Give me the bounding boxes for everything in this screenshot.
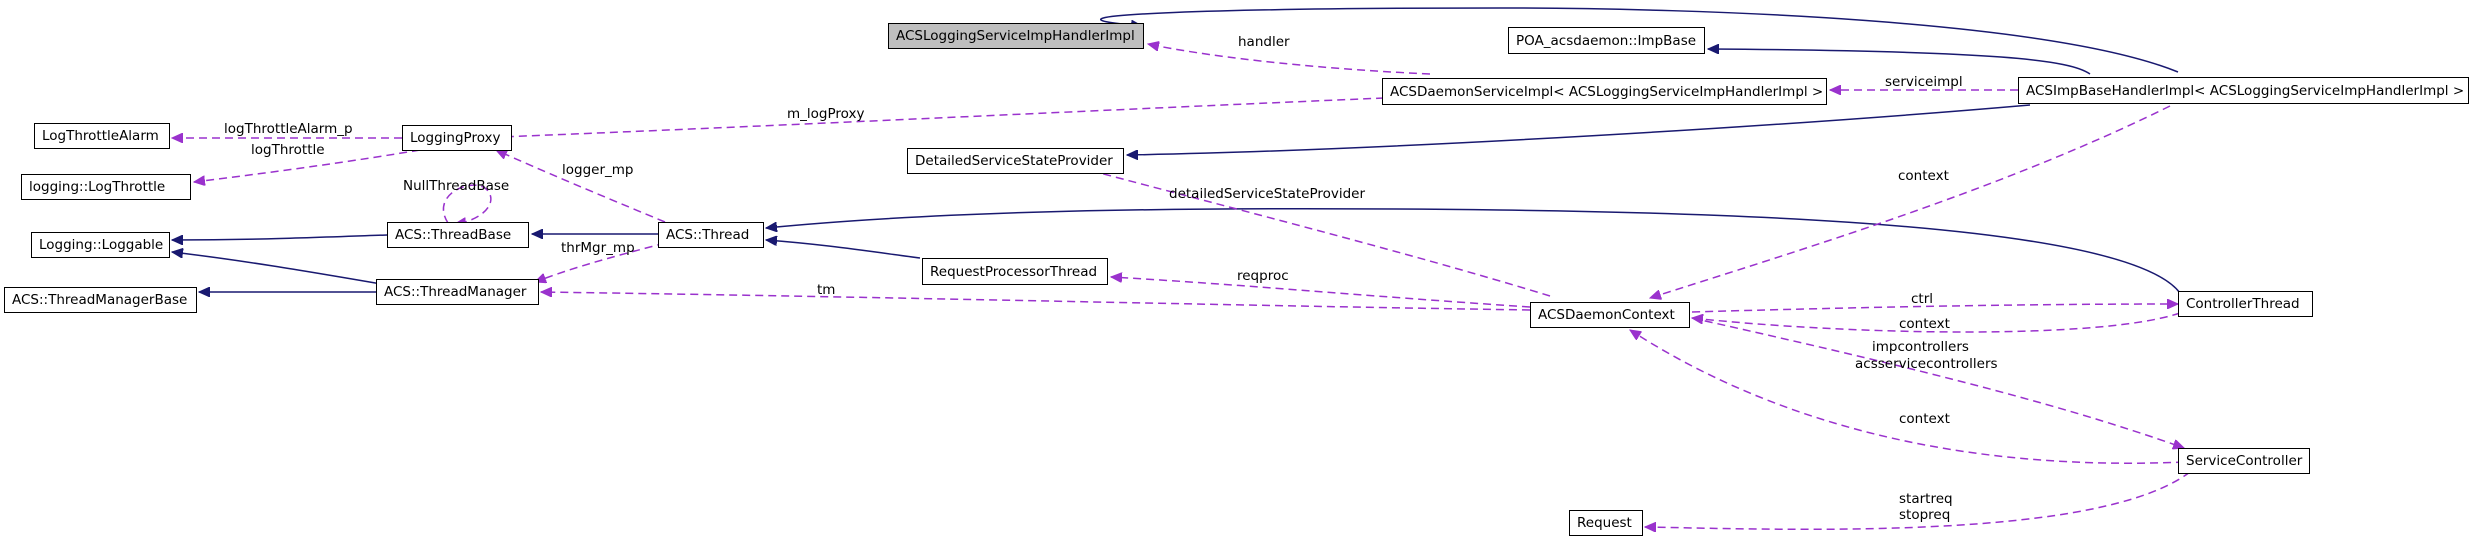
label-tm: tm (817, 282, 836, 298)
edge-requestprocessor-to-thread (766, 240, 921, 259)
edge-impbasehandler-to-poa-impbase (1708, 49, 2091, 75)
node-acs-daemon-context[interactable]: ACSDaemonContext (1530, 302, 1690, 328)
edge-threadbase-to-loggable (172, 234, 388, 240)
edge-context-service (1630, 330, 2185, 464)
node-logging-proxy[interactable]: LoggingProxy (402, 125, 512, 151)
edge-detailed-provider (1070, 165, 1551, 297)
edge-logthrottle (194, 149, 421, 182)
edge-start-stop-req (1645, 471, 2191, 529)
label-startreq: startreq (1899, 491, 1953, 507)
edge-impbasehandler-to-detailed-provider (1127, 104, 2031, 155)
edge-controllers (1691, 317, 2184, 448)
label-m-logproxy: m_logProxy (787, 106, 865, 122)
node-service-controller[interactable]: ServiceController (2178, 448, 2310, 474)
label-context-controller: context (1899, 316, 1950, 332)
node-controller-thread[interactable]: ControllerThread (2178, 291, 2313, 317)
node-request-processor-thread[interactable]: RequestProcessorThread (922, 258, 1108, 285)
edge-impbasehandler-to-logging-service-handler (1100, 7, 2179, 73)
label-context-service: context (1899, 411, 1950, 427)
node-acs-threadbase[interactable]: ACS::ThreadBase (387, 222, 529, 248)
edge-handler (1148, 44, 1431, 75)
edge-context-impbase (1650, 105, 2171, 298)
node-acs-logging-service-imp-handler-impl[interactable]: ACSLoggingServiceImpHandlerImpl (888, 23, 1144, 49)
label-acsservicecontrollers: acsservicecontrollers (1855, 356, 1998, 372)
edge-controller-to-thread (766, 207, 2181, 294)
edge-logger-mp (496, 149, 666, 223)
edge-thrmgr-mp (535, 242, 666, 282)
node-poa-acsdaemon-impbase[interactable]: POA_acsdaemon::ImpBase (1508, 27, 1705, 54)
edge-tm (541, 292, 1531, 311)
label-ctrl: ctrl (1911, 291, 1934, 307)
label-nullthreadbase: NullThreadBase (403, 178, 510, 194)
label-detailed-provider: detailedServiceStateProvider (1169, 186, 1366, 202)
node-acs-daemon-service-impl[interactable]: ACSDaemonServiceImpl< ACSLoggingServiceI… (1382, 78, 1827, 105)
label-impcontrollers: impcontrollers (1872, 339, 1969, 355)
node-acs-imp-base-handler-impl[interactable]: ACSImpBaseHandlerImpl< ACSLoggingService… (2018, 77, 2469, 104)
edge-reqproc (1111, 277, 1531, 308)
node-logging-loggable[interactable]: Logging::Loggable (31, 232, 170, 258)
node-log-throttle-alarm[interactable]: LogThrottleAlarm (34, 123, 170, 149)
label-serviceimpl: serviceimpl (1885, 74, 1963, 90)
node-detailed-service-state-provider[interactable]: DetailedServiceStateProvider (907, 148, 1124, 174)
edge-m-logproxy (500, 97, 1385, 137)
node-logging-log-throttle[interactable]: logging::LogThrottle (21, 174, 191, 200)
edge-nullthreadbase (442, 184, 492, 224)
node-request[interactable]: Request (1569, 510, 1643, 536)
label-thrmgr-mp: thrMgr_mp (561, 240, 635, 256)
label-logthrottle: logThrottle (251, 142, 325, 158)
label-logger-mp: logger_mp (562, 162, 634, 178)
node-acs-thread-manager[interactable]: ACS::ThreadManager (376, 279, 539, 305)
node-acs-thread-manager-base[interactable]: ACS::ThreadManagerBase (4, 287, 197, 313)
edge-context-controller (1692, 312, 2181, 333)
edge-threadmanager-to-loggable (172, 252, 388, 286)
label-logthrottlealarm-p: logThrottleAlarm_p (224, 121, 353, 137)
label-reqproc: reqproc (1237, 268, 1289, 284)
edge-ctrl (1691, 304, 2178, 313)
label-stopreq: stopreq (1899, 507, 1951, 523)
label-handler: handler (1238, 34, 1290, 50)
node-acs-thread[interactable]: ACS::Thread (658, 222, 764, 248)
label-context-impbase: context (1898, 168, 1949, 184)
